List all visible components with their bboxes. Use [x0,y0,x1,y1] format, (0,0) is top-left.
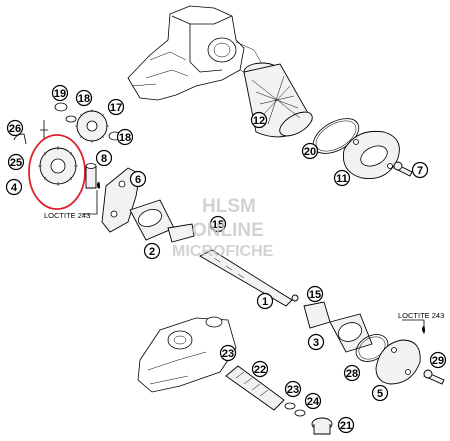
callout-25: 25 [7,153,25,171]
callout-1: 1 [256,292,274,310]
callout-number: 8 [101,153,107,165]
callout-number: 23 [222,348,234,360]
callout-2: 2 [143,242,161,260]
callout-number: 23 [287,384,299,396]
callout-26: 26 [6,119,24,137]
callout-number: 2 [149,246,155,258]
o-ring-28 [355,334,389,362]
plug-21 [311,417,333,435]
filter-cover [342,130,400,180]
callout-8: 8 [95,149,113,167]
loctite-drop-2 [422,325,425,333]
o-ring-23b [284,402,296,410]
callout-6: 6 [129,170,147,188]
callout-number: 18 [119,132,131,144]
callout-23: 23 [219,344,237,362]
callout-number: 12 [253,115,265,127]
loctite-label-2: LOCTITE 243 [398,311,444,320]
callout-number: 25 [10,157,22,169]
watermark-line3: MICROFICHE [172,243,274,260]
callout-17: 17 [107,98,125,116]
callout-number: 18 [78,93,90,105]
engine-case-top [127,5,263,101]
screw-29 [423,369,445,385]
callout-12: 12 [250,111,268,129]
callout-number: 7 [417,165,423,177]
o-ring-24 [294,409,306,417]
pump-rotor-3 [329,313,373,353]
callout-number: 22 [254,364,266,376]
shaft-22 [225,365,285,411]
callout-labels: 1234567811121515171818192021222323242526… [5,84,447,434]
callout-21: 21 [337,416,355,434]
callout-number: 28 [346,368,358,380]
callout-15: 15 [306,285,324,303]
screw-7 [393,161,413,177]
callout-4: 4 [5,178,23,196]
callout-18: 18 [75,89,93,107]
callout-number: 6 [135,174,141,186]
callout-29: 29 [429,351,447,369]
callout-number: 24 [307,396,320,408]
washer-18a [65,115,77,123]
highlight-ring [28,134,86,210]
callout-number: 5 [377,388,383,400]
watermark-line1: HLSM [202,196,256,217]
callout-15: 15 [209,215,227,233]
oil-filter [243,62,313,138]
callout-number: 3 [313,337,319,349]
callout-23: 23 [284,380,302,398]
engine-case-bottom [137,316,237,393]
gear-4 [38,146,78,186]
callout-number: 4 [11,182,18,194]
callout-11: 11 [333,169,351,187]
pump-cover-6 [101,167,141,233]
callout-number: 20 [304,146,316,158]
pin-8 [85,163,97,189]
gear-17 [75,109,109,143]
shaft-1 [199,249,299,307]
callout-number: 29 [432,355,444,367]
pin [40,120,48,140]
callout-number: 15 [309,289,321,301]
callout-5: 5 [371,384,389,402]
washer-19 [54,102,68,112]
callout-19: 19 [51,84,69,102]
callout-number: 11 [336,173,348,185]
pump-cover-5 [375,339,421,385]
callout-number: 1 [262,296,268,308]
callout-number: 26 [9,123,21,135]
callout-18: 18 [116,128,134,146]
watermark-line2: ONLINE [192,220,264,241]
callout-number: 21 [340,420,352,432]
callout-7: 7 [411,161,429,179]
callout-20: 20 [301,142,319,160]
callout-22: 22 [251,360,269,378]
callout-28: 28 [343,364,361,382]
callout-number: 15 [212,219,224,231]
rotor-15 [303,301,331,329]
loctite-drop-1 [97,181,100,189]
callout-number: 17 [110,102,122,114]
loctite-label-1: LOCTITE 243 [44,211,90,220]
callout-number: 19 [54,88,66,100]
pump-rotor-2 [129,199,195,243]
callout-24: 24 [304,392,322,410]
callout-3: 3 [307,333,325,351]
